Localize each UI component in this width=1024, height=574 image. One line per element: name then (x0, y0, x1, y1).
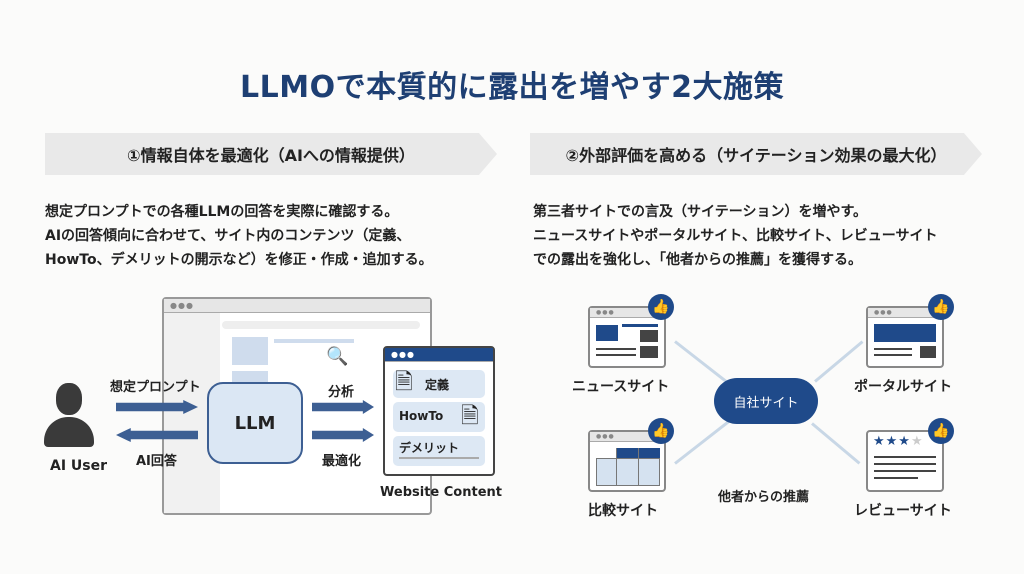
text-line: AIの回答傾向に合わせて、サイト内のコンテンツ（定義、 (45, 228, 411, 244)
thumbs-up-icon: 👍 (648, 294, 674, 320)
left-description: 想定プロンプトでの各種LLMの回答を実際に確認する。 AIの回答傾向に合わせて、… (45, 200, 433, 272)
page-title: LLMOで本質的に露出を増やす2大施策 (240, 70, 784, 105)
ai-user-label: AI User (50, 458, 108, 474)
rating-stars: ★★★★ (873, 434, 924, 449)
user-silhouette-icon (44, 383, 94, 453)
recommendation-caption: 他者からの推薦 (718, 490, 810, 505)
content-item: 定義 (425, 378, 450, 392)
document-icon: 🗎 (395, 370, 413, 395)
arrow-right-icon (312, 400, 374, 414)
thumbs-up-icon: 👍 (928, 294, 954, 320)
news-site-label: ニュースサイト (572, 379, 670, 395)
text-line: HowTo、デメリットの開示など）を修正・作成・追加する。 (45, 252, 433, 268)
answer-label: AI回答 (136, 454, 177, 469)
arrow-right-icon (312, 428, 374, 442)
analysis-magnifier-icon: 🔍 (326, 346, 349, 367)
right-description: 第三者サイトでの言及（サイテーション）を増やす。 ニュースサイトやポータルサイト… (533, 200, 937, 272)
text-line: 第三者サイトでの言及（サイテーション）を増やす。 (533, 204, 868, 220)
optimize-label: 最適化 (322, 454, 362, 469)
thumbs-up-icon: 👍 (648, 418, 674, 444)
text-line: での露出を強化し、「他者からの推薦」を獲得する。 (533, 252, 862, 268)
llm-box: LLM (207, 382, 303, 464)
arrow-right-icon (116, 400, 198, 414)
comparison-site-icon: ●●● (588, 430, 666, 492)
portal-site-label: ポータルサイト (854, 379, 952, 395)
website-content-label: Website Content (380, 485, 502, 500)
content-item: HowTo (399, 409, 444, 423)
arrow-left-icon (116, 428, 198, 442)
prompt-label: 想定プロンプト (110, 380, 201, 395)
own-site-node: 自社サイト (714, 378, 818, 424)
content-item: デメリット (399, 441, 460, 455)
section-heading-left: ①情報自体を最適化（AIへの情報提供） (45, 133, 497, 175)
document-icon: 🗎 (461, 404, 479, 429)
section-heading-right: ②外部評価を高める（サイテーション効果の最大化） (530, 133, 982, 175)
thumbs-up-icon: 👍 (928, 418, 954, 444)
review-site-label: レビューサイト (854, 503, 952, 519)
text-line: 想定プロンプトでの各種LLMの回答を実際に確認する。 (45, 204, 399, 220)
website-content-window: ●●● 定義🗎 HowTo🗎 デメリット (383, 346, 495, 476)
comparison-site-label: 比較サイト (588, 503, 658, 519)
portal-site-icon: ●●● (866, 306, 944, 368)
text-line: ニュースサイトやポータルサイト、比較サイト、レビューサイト (533, 228, 938, 244)
analyze-label: 分析 (328, 385, 355, 400)
news-site-icon: ●●● (588, 306, 666, 368)
